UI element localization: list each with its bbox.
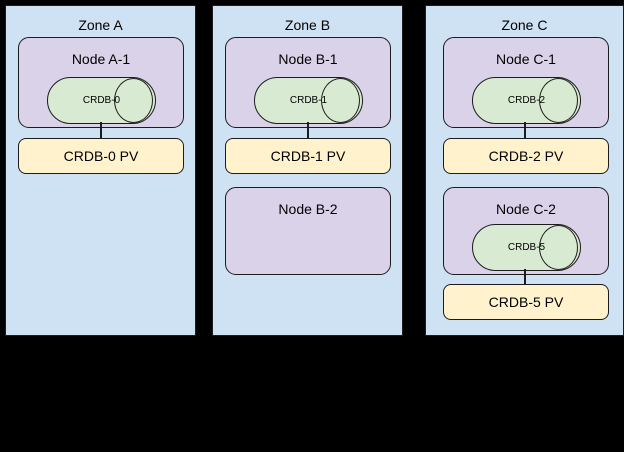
zone-b-box: Zone B Node B-1 CRDB-1 CRDB-1 PV Node B-… <box>212 5 403 336</box>
node-c-1-box: Node C-1 CRDB-2 <box>443 37 609 128</box>
node-b-1-box: Node B-1 CRDB-1 <box>225 37 391 128</box>
db-cylinder-crdb-0: CRDB-0 <box>47 77 156 124</box>
db-cylinder-cap <box>321 78 360 123</box>
pv-label: CRDB-1 PV <box>270 148 346 164</box>
pv-box-crdb-2: CRDB-2 PV <box>443 138 609 174</box>
zone-a-title: Zone A <box>78 17 123 33</box>
connector-line <box>307 122 309 139</box>
db-cylinder-label: CRDB-0 <box>82 95 121 106</box>
db-cylinder-label: CRDB-1 <box>289 95 328 106</box>
pv-box-crdb-5: CRDB-5 PV <box>443 284 609 320</box>
connector-line <box>524 269 526 285</box>
node-a-1-box: Node A-1 CRDB-0 <box>18 37 184 128</box>
zone-a-box: Zone A Node A-1 CRDB-0 CRDB-0 PV <box>5 5 196 336</box>
db-cylinder-crdb-1: CRDB-1 <box>254 77 363 124</box>
zone-c-title: Zone C <box>501 17 548 33</box>
pv-label: CRDB-2 PV <box>488 148 564 164</box>
node-b-2-box: Node B-2 <box>225 187 391 275</box>
node-c-1-title: Node C-1 <box>496 51 556 67</box>
pv-box-crdb-0: CRDB-0 PV <box>18 138 184 174</box>
node-b-2-title: Node B-2 <box>278 201 338 217</box>
db-cylinder-cap <box>539 225 578 270</box>
zone-b-title: Zone B <box>284 17 331 33</box>
db-cylinder-cap <box>539 78 578 123</box>
pv-label: CRDB-5 PV <box>488 294 564 310</box>
zone-c-box: Zone C Node C-1 CRDB-2 CRDB-2 PV Node C-… <box>425 5 624 336</box>
pv-label: CRDB-0 PV <box>63 148 139 164</box>
node-a-1-title: Node A-1 <box>71 51 131 67</box>
connector-line <box>524 122 526 139</box>
db-cylinder-crdb-5: CRDB-5 <box>472 224 581 271</box>
db-cylinder-crdb-2: CRDB-2 <box>472 77 581 124</box>
node-c-2-title: Node C-2 <box>496 201 556 217</box>
connector-line <box>100 122 102 139</box>
db-cylinder-label: CRDB-5 <box>507 242 546 253</box>
pv-box-crdb-1: CRDB-1 PV <box>225 138 391 174</box>
node-b-1-title: Node B-1 <box>278 51 338 67</box>
db-cylinder-label: CRDB-2 <box>507 95 546 106</box>
db-cylinder-cap <box>114 78 153 123</box>
node-c-2-box: Node C-2 CRDB-5 <box>443 187 609 275</box>
